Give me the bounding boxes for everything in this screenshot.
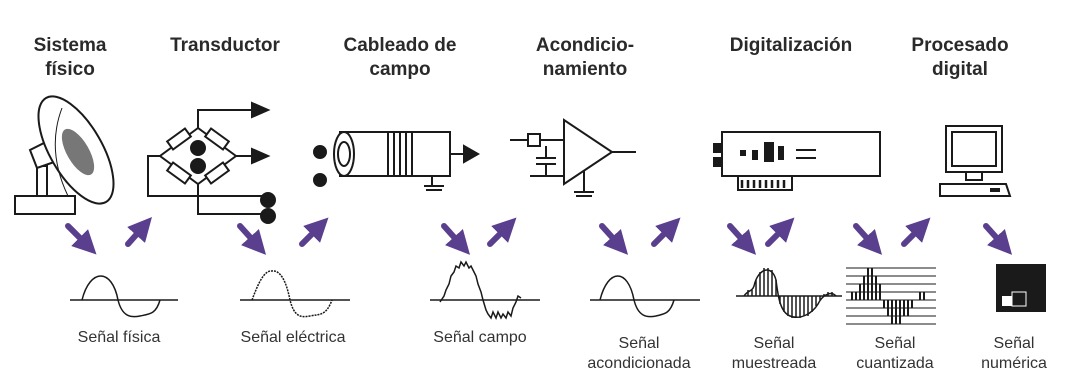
down-arrow-icon: [983, 223, 1013, 255]
stage-title-cableado-de-campo: Cableado de campo: [343, 35, 457, 80]
signal-arrows: [65, 217, 1013, 255]
signal-label-cuantizada: Señal cuantizada: [856, 335, 934, 372]
quantized-signal-waveform: [846, 267, 936, 325]
signal-label-numerica: Señal numérica: [981, 335, 1047, 372]
coaxial-cable-icon: [313, 131, 481, 191]
field-signal-waveform: [430, 260, 540, 320]
down-arrow-icon: [599, 223, 629, 255]
up-arrow-icon: [487, 217, 517, 247]
up-arrow-icon: [765, 217, 795, 247]
down-arrow-icon: [65, 223, 97, 255]
stage-title-sistema-fisico: Sistema físico: [33, 35, 107, 80]
signal-label-fisica: Señal física: [77, 329, 161, 346]
bridge-transducer-icon: [147, 101, 276, 224]
daq-card-icon: [713, 131, 881, 191]
satellite-dish-icon: [14, 95, 115, 215]
up-arrow-icon: [651, 217, 681, 247]
up-arrow-icon: [901, 217, 931, 247]
physical-signal-waveform: [70, 275, 178, 318]
stage-title-procesado-digital: Procesado digital: [911, 35, 1009, 80]
down-arrow-icon: [441, 223, 471, 255]
numeric-signal-icon: [996, 264, 1046, 312]
down-arrow-icon: [727, 223, 757, 255]
stage-title-acondicionamiento: Acondicio- namiento: [535, 35, 635, 80]
down-arrow-icon: [853, 223, 883, 255]
signal-label-electrica: Señal eléctrica: [240, 329, 346, 346]
conditioned-signal-waveform: [590, 275, 700, 318]
signal-label-campo: Señal campo: [433, 329, 527, 346]
stage-title-transductor: Transductor: [170, 35, 280, 56]
up-arrow-icon: [299, 217, 329, 247]
signal-label-acondicionada: Señal acondicionada: [587, 335, 691, 372]
electrical-signal-waveform: [240, 270, 350, 318]
sampled-signal-waveform: [736, 268, 842, 318]
signal-label-muestreada: Señal muestreada: [731, 335, 817, 372]
amplifier-icon: [510, 118, 636, 197]
down-arrow-icon: [237, 223, 267, 255]
computer-icon: [939, 125, 1012, 197]
stage-title-digitalizacion: Digitalización: [729, 35, 853, 56]
up-arrow-icon: [125, 217, 152, 247]
